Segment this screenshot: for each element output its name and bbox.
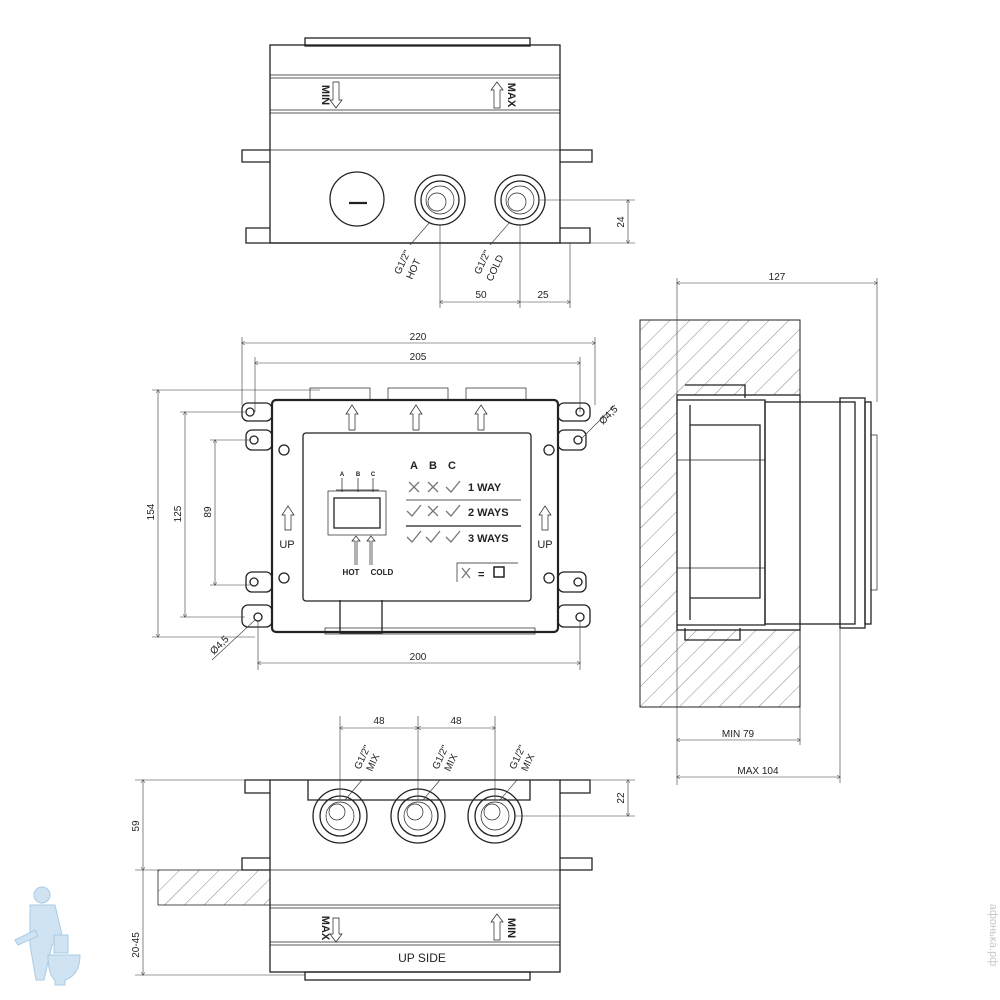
- check-icon: [406, 530, 422, 543]
- max-arrow-icon: [329, 917, 343, 943]
- svg-text:1 WAY: 1 WAY: [468, 482, 502, 494]
- min-arrow-icon: MIN: [319, 81, 343, 109]
- max-label: MAX: [505, 83, 517, 108]
- svg-text:154: 154: [146, 503, 157, 520]
- front-view: UP UP A B C HOT COLD A B C: [146, 332, 621, 670]
- check-icon: [425, 530, 441, 543]
- side-dimensions: 127 MIN 79 MAX 104: [677, 272, 877, 785]
- cold-inlet: [494, 174, 546, 226]
- svg-text:25: 25: [537, 290, 549, 301]
- hole-diameter-label: Ø4,5: [597, 404, 620, 427]
- legend-cold: COLD: [371, 568, 394, 577]
- svg-text:MIN: MIN: [505, 918, 517, 938]
- x-icon: [461, 567, 471, 579]
- legend-hot: HOT: [343, 568, 360, 577]
- svg-text:A: A: [340, 472, 345, 478]
- svg-text:MAX 104: MAX 104: [737, 766, 779, 777]
- wall-section: [157, 869, 271, 906]
- check-icon: [445, 480, 461, 493]
- svg-text:B: B: [356, 472, 361, 478]
- x-icon: [427, 505, 439, 517]
- svg-text:=: =: [478, 569, 484, 581]
- bottom-view: G1/2" MIX G1/2" MIX G1/2" MIX MAX MIN UP…: [131, 716, 635, 981]
- x-icon: [427, 481, 439, 493]
- top-view: MIN MAX G1/2" HOT G1/2" COLD 50 25: [241, 37, 635, 308]
- min-arrow-icon: [490, 913, 504, 941]
- svg-text:50: 50: [475, 290, 487, 301]
- up-label-left: UP: [279, 539, 294, 551]
- svg-text:205: 205: [410, 352, 427, 363]
- svg-text:3 WAYS: 3 WAYS: [468, 533, 509, 545]
- svg-text:89: 89: [203, 506, 214, 518]
- svg-text:C: C: [448, 460, 456, 472]
- svg-text:48: 48: [373, 716, 385, 727]
- svg-text:24: 24: [616, 216, 627, 228]
- svg-text:MAX: MAX: [319, 916, 331, 941]
- watermark-text: афонька.рф: [987, 904, 999, 967]
- min-label: MIN: [319, 85, 331, 105]
- svg-text:A: A: [410, 460, 418, 472]
- check-icon: [406, 504, 422, 517]
- svg-text:220: 220: [410, 332, 427, 343]
- svg-text:127: 127: [769, 272, 786, 283]
- function-legend: A B C HOT COLD A B C 1 WAY 2 W: [327, 460, 521, 582]
- svg-text:B: B: [429, 460, 437, 472]
- svg-text:C: C: [371, 472, 376, 478]
- hot-inlet: [414, 174, 466, 226]
- check-icon: [445, 504, 461, 517]
- x-icon: [408, 481, 420, 493]
- side-view: 127 MIN 79 MAX 104: [639, 272, 877, 785]
- wall-section: [639, 319, 801, 708]
- up-side-label: UP SIDE: [398, 951, 446, 965]
- svg-text:MIN 79: MIN 79: [722, 729, 755, 740]
- svg-text:200: 200: [410, 652, 427, 663]
- check-icon: [445, 530, 461, 543]
- bottom-dimensions: 48 48 59 20-45 22: [131, 716, 635, 975]
- up-label-right: UP: [537, 539, 552, 551]
- svg-text:22: 22: [616, 792, 627, 804]
- up-arrows: [281, 404, 552, 531]
- plug-icon: [493, 566, 505, 578]
- dimension-24: 24: [540, 200, 635, 243]
- max-arrow-icon: MAX: [490, 81, 517, 109]
- plug-cap: [329, 171, 385, 227]
- svg-text:20-45: 20-45: [131, 932, 142, 958]
- svg-text:2 WAYS: 2 WAYS: [468, 507, 509, 519]
- svg-text:125: 125: [173, 505, 184, 522]
- svg-text:59: 59: [131, 820, 142, 832]
- svg-text:48: 48: [450, 716, 462, 727]
- plumber-logo: [14, 886, 81, 986]
- dimension-50: 50 25: [440, 225, 570, 308]
- front-dimensions: 220 205 200 154 125 89 Ø4,5 Ø4,5: [146, 332, 621, 670]
